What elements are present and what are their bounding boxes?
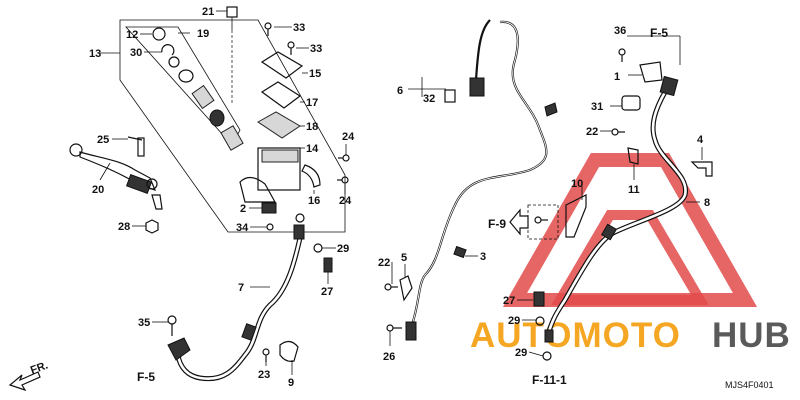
callout-7: 7 xyxy=(238,282,244,294)
pivot-bolt-25 xyxy=(127,136,145,157)
bolt-23 xyxy=(262,348,270,362)
callout-2: 2 xyxy=(240,203,246,215)
master-cylinder-parts xyxy=(152,6,350,231)
callout-8: 8 xyxy=(704,197,710,209)
callouts: 21 33 12 19 30 33 13 15 17 18 25 14 24 2… xyxy=(89,6,710,389)
clip-4 xyxy=(690,161,713,177)
bolt-21 xyxy=(226,6,238,18)
callout-11: 11 xyxy=(628,184,640,196)
callout-24-top: 24 xyxy=(342,131,355,143)
callout-20: 20 xyxy=(92,184,104,196)
reservoir-cap-15 xyxy=(260,51,304,79)
switch-2 xyxy=(261,202,277,214)
callout-29-right-upper: 29 xyxy=(508,315,520,327)
ref-f9: F-9 xyxy=(488,217,506,231)
clamp-3 xyxy=(453,245,467,259)
grommet-31 xyxy=(621,95,641,111)
bolt-22b xyxy=(611,128,625,136)
callout-31: 31 xyxy=(591,101,603,113)
bolt-26 xyxy=(386,324,402,332)
callout-14: 14 xyxy=(306,143,319,155)
callout-9: 9 xyxy=(288,377,294,389)
callout-21: 21 xyxy=(202,6,214,18)
callout-36: 36 xyxy=(614,25,626,37)
callout-16: 16 xyxy=(308,195,320,207)
master-cylinder-body-14 xyxy=(239,147,301,203)
callout-30: 30 xyxy=(130,47,142,59)
bracket-1 xyxy=(639,61,663,83)
brake-hose-7 xyxy=(167,224,305,382)
ref-f5-top: F-5 xyxy=(650,26,668,40)
bolt-36 xyxy=(618,48,626,62)
callout-24-bottom: 24 xyxy=(339,195,352,207)
clamp-16 xyxy=(301,164,321,188)
callout-17: 17 xyxy=(306,97,318,109)
bolt-24b xyxy=(337,176,349,184)
callout-10: 10 xyxy=(571,178,583,190)
direction-label: FR. xyxy=(29,359,50,376)
plate-17 xyxy=(260,81,302,109)
callout-33-mid: 33 xyxy=(310,43,322,55)
bolt-in-f9 xyxy=(534,216,548,224)
callout-25: 25 xyxy=(97,134,109,146)
nut-28 xyxy=(145,219,159,234)
callout-33-top: 33 xyxy=(293,22,305,34)
clip-11 xyxy=(627,147,639,165)
callout-6: 6 xyxy=(397,85,403,97)
callout-28: 28 xyxy=(118,221,130,233)
callout-29-left: 29 xyxy=(337,243,349,255)
brake-hose-8 xyxy=(544,75,688,343)
callout-1: 1 xyxy=(614,71,620,83)
bracket-5 xyxy=(399,275,413,302)
leader-lines xyxy=(99,10,703,375)
brake-lever-20 xyxy=(69,143,163,210)
callout-26: 26 xyxy=(383,351,395,363)
callout-15: 15 xyxy=(309,68,321,80)
callout-27-right: 27 xyxy=(503,295,515,307)
circlip-30 xyxy=(161,44,175,56)
clip-9 xyxy=(279,340,299,362)
diaphragm-18 xyxy=(257,111,301,139)
wire-harness-6 xyxy=(405,19,558,341)
callout-23: 23 xyxy=(258,369,270,381)
callout-4: 4 xyxy=(697,134,704,146)
ref-f5-bottom: F-5 xyxy=(137,370,155,384)
callout-22-right: 22 xyxy=(586,126,598,138)
bolt-22a xyxy=(384,283,398,291)
watermark-logo: AUTOMOTO HUB xyxy=(470,153,791,355)
callout-3: 3 xyxy=(480,251,486,263)
master-cylinder-group-outline xyxy=(100,19,346,233)
screw-33b xyxy=(287,41,295,55)
washers-27-29 xyxy=(533,291,552,361)
callout-12: 12 xyxy=(126,29,138,41)
callout-27-left: 27 xyxy=(321,286,333,298)
ref-f11: F-11-1 xyxy=(532,373,567,387)
callout-32: 32 xyxy=(423,93,435,105)
diagram-code: MJS4F0401 xyxy=(725,380,774,390)
arrow-f9 xyxy=(509,208,529,236)
ring-12 xyxy=(152,27,166,41)
callout-5: 5 xyxy=(401,252,407,264)
screw-33a xyxy=(264,22,272,36)
callout-29-right-lower: 29 xyxy=(515,347,527,359)
callout-19: 19 xyxy=(197,28,209,40)
watermark-text-automoto: AUTOMOTO xyxy=(470,316,681,355)
bolt-35 xyxy=(167,315,177,336)
front-direction-arrow: FR. xyxy=(8,359,50,392)
callout-18: 18 xyxy=(306,121,318,133)
callout-22-left: 22 xyxy=(378,257,390,269)
callout-35: 35 xyxy=(138,317,150,329)
callout-13: 13 xyxy=(89,48,101,60)
watermark-text-hub: HUB xyxy=(712,316,791,355)
callout-34: 34 xyxy=(236,222,249,234)
guide-10 xyxy=(565,194,587,238)
bolt-24a xyxy=(338,154,350,162)
